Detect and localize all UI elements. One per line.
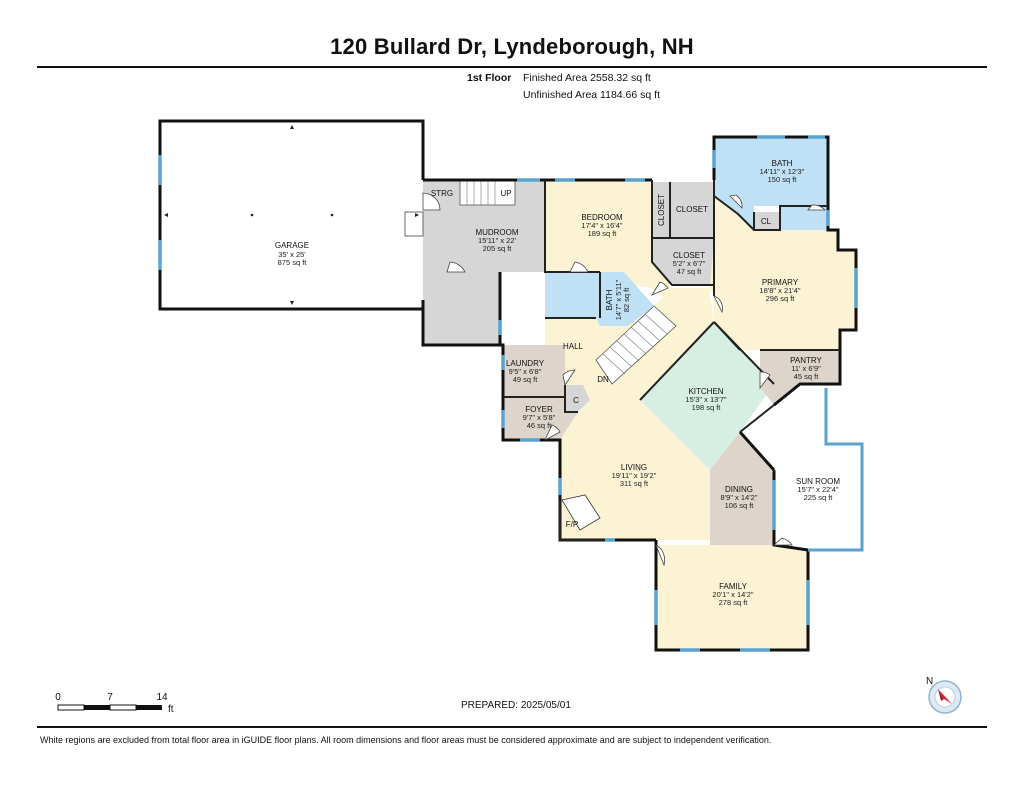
kitchen-area: 198 sq ft xyxy=(692,403,722,412)
foyer-fill xyxy=(503,397,578,440)
bath-small-dims: 14'7" x 5'11" xyxy=(614,279,623,320)
c-closet-fill xyxy=(565,385,590,412)
foyer-area: 46 sq ft xyxy=(527,421,553,430)
footer-disclaimer: White regions are excluded from total fl… xyxy=(40,735,772,745)
garage-dims: 35' x 25' xyxy=(278,250,306,259)
family-fill xyxy=(656,545,808,650)
garage-fill xyxy=(160,121,423,309)
closet-b-fill xyxy=(670,182,714,238)
bath-small-name: BATH xyxy=(605,289,614,310)
laundry-dims: 9'5" x 6'8" xyxy=(509,367,542,376)
scale-unit: ft xyxy=(168,704,174,715)
bedroom-area: 189 sq ft xyxy=(588,229,618,238)
sunroom-area: 225 sq ft xyxy=(804,493,834,502)
family-dims: 20'1" x 14'2" xyxy=(712,590,753,599)
garage-name: GARAGE xyxy=(275,241,309,250)
garage-steps xyxy=(404,211,424,237)
scale-tick-14: 14 xyxy=(156,692,168,703)
dining-dims: 8'9" x 14'2" xyxy=(721,493,758,502)
bedroom-fill xyxy=(545,180,710,296)
floor-name: 1st Floor xyxy=(467,72,512,84)
mudroom-dims: 15'11" x 22' xyxy=(478,236,516,245)
fp-label: F/P xyxy=(566,520,578,529)
page-title: 120 Bullard Dr, Lyndeborough, NH xyxy=(330,34,694,59)
closet-a-fill xyxy=(652,182,670,238)
kitchen-name: KITCHEN xyxy=(688,387,723,396)
primary-dims: 18'8" x 21'4" xyxy=(759,286,800,295)
footer-divider xyxy=(37,726,987,728)
pantry-fill xyxy=(760,350,840,405)
up-label: UP xyxy=(500,189,511,198)
bath-main-dims: 14'11" x 12'3" xyxy=(760,167,805,176)
bath-main-area: 150 sq ft xyxy=(768,175,798,184)
closet-a-label: CLOSET xyxy=(657,194,666,226)
closet-b-label: CLOSET xyxy=(676,205,708,214)
living-dims: 19'11" x 19'2" xyxy=(612,471,657,480)
scale-tick-7: 7 xyxy=(107,692,113,703)
sunroom-dims: 15'7" x 22'4" xyxy=(797,485,838,494)
closet-c-dims: 5'2" x 6'7" xyxy=(673,259,706,268)
family-area: 278 sq ft xyxy=(719,598,749,607)
bedroom-name: BEDROOM xyxy=(581,213,623,222)
windows xyxy=(158,135,858,652)
stairs-up-treads xyxy=(466,180,496,205)
fireplace xyxy=(561,494,601,531)
laundry-fill xyxy=(503,345,565,397)
finished-area: Finished Area 2558.32 sq ft xyxy=(523,72,651,84)
compass-icon: N xyxy=(926,676,962,714)
closet-c-area: 47 sq ft xyxy=(677,267,703,276)
dn-label: DN xyxy=(597,375,609,384)
c-label: C xyxy=(573,396,579,405)
dining-name: DINING xyxy=(725,485,753,494)
living-fill xyxy=(560,400,710,540)
living-name: LIVING xyxy=(621,463,647,472)
dimension-markers xyxy=(164,125,419,305)
sunroom-walls xyxy=(808,388,864,552)
primary-name: PRIMARY xyxy=(762,278,799,287)
pantry-area: 45 sq ft xyxy=(794,372,820,381)
cl-label: CL xyxy=(761,217,772,226)
mudroom-area: 205 sq ft xyxy=(483,244,513,253)
closet-c-name: CLOSET xyxy=(673,251,705,260)
dining-fill xyxy=(710,432,774,545)
foyer-dims: 9'7" x 5'8" xyxy=(523,413,556,422)
laundry-name: LAUNDRY xyxy=(506,359,545,368)
title-divider xyxy=(37,66,987,68)
bedroom-dims: 17'4" x 16'4" xyxy=(581,221,622,230)
prepared-date: PREPARED: 2025/05/01 xyxy=(461,700,571,711)
unfinished-area: Unfinished Area 1184.66 sq ft xyxy=(523,89,660,101)
strg-label: STRG xyxy=(431,189,453,198)
family-name: FAMILY xyxy=(719,582,748,591)
primary-area: 296 sq ft xyxy=(766,294,796,303)
door-swings xyxy=(422,192,826,567)
mudroom-fill xyxy=(423,180,545,345)
pantry-name: PANTRY xyxy=(790,356,822,365)
closet-c-fill xyxy=(652,238,714,285)
scale-bar: 0 7 14 ft xyxy=(55,692,174,715)
dining-area: 106 sq ft xyxy=(725,501,755,510)
scale-tick-0: 0 xyxy=(55,692,61,703)
pantry-dims: 11' x 6'9" xyxy=(791,364,821,373)
sunroom-fill xyxy=(774,388,862,550)
stairs-down-treads xyxy=(602,313,668,375)
kitchen-fill xyxy=(640,322,774,470)
mudroom-name: MUDROOM xyxy=(475,228,518,237)
cl-fill xyxy=(754,212,780,230)
sunroom-name: SUN ROOM xyxy=(796,477,840,486)
laundry-area: 49 sq ft xyxy=(513,375,539,384)
bath-small-area: 82 sq ft xyxy=(622,287,631,313)
bath-main-name: BATH xyxy=(772,159,793,168)
living-area: 311 sq ft xyxy=(620,479,649,488)
hall-label: HALL xyxy=(563,342,584,351)
foyer-name: FOYER xyxy=(525,405,553,414)
kitchen-dims: 15'3" x 13'7" xyxy=(685,395,726,404)
garage-area: 875 sq ft xyxy=(278,258,308,267)
primary-fill xyxy=(710,196,856,350)
compass-north-label: N xyxy=(926,676,933,687)
